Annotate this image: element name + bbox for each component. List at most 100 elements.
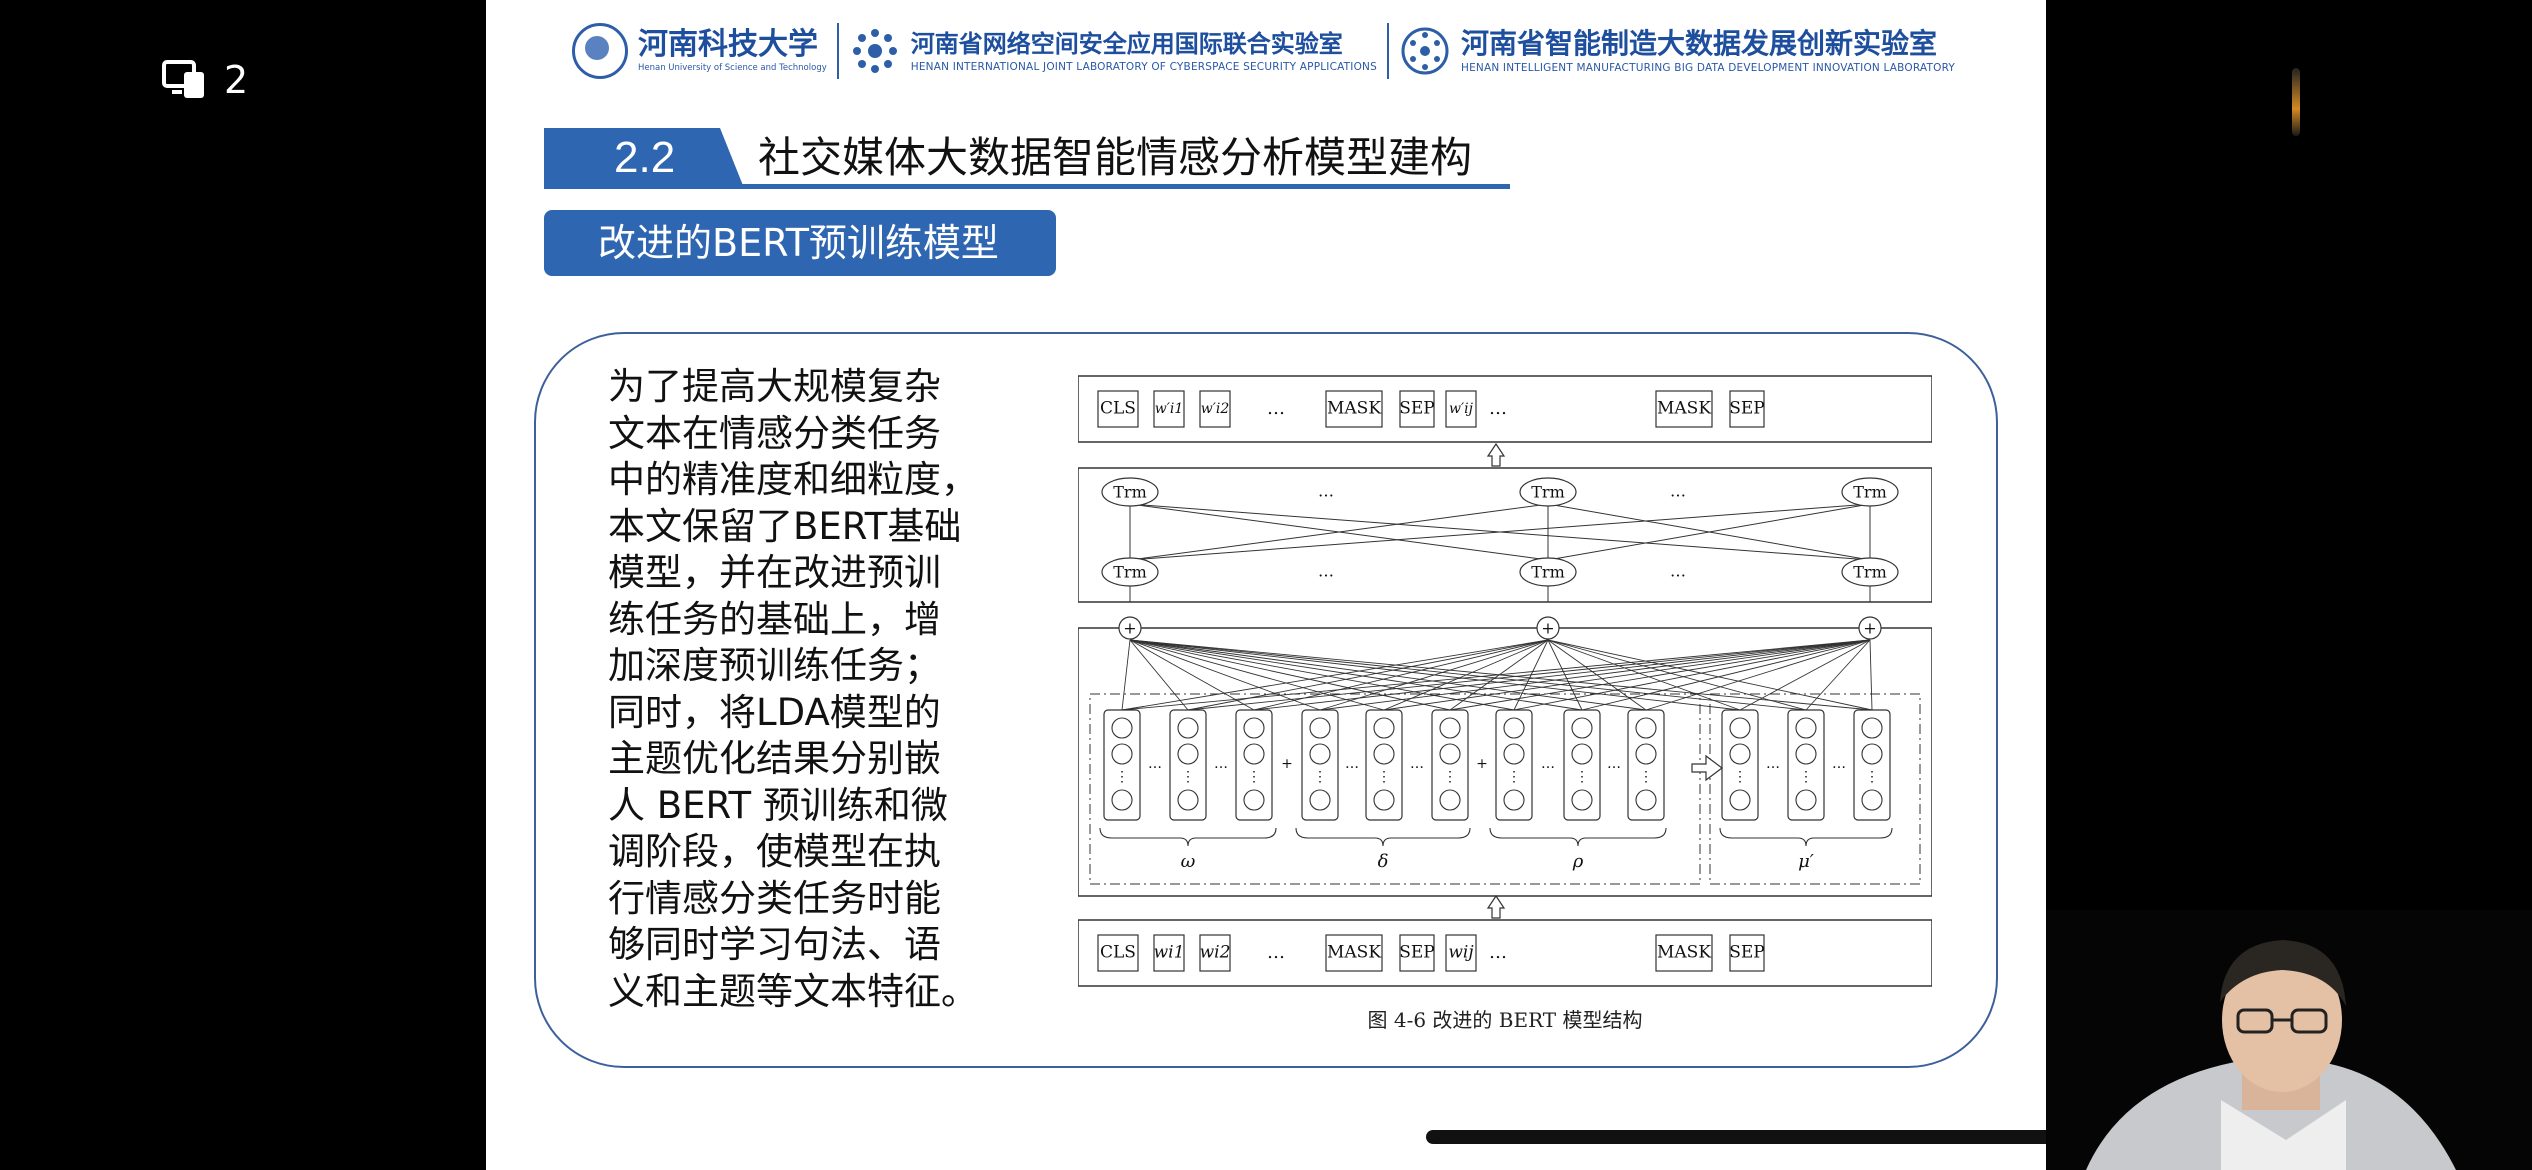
embedding-link [1129, 639, 1807, 711]
token-ellipsis: … [1489, 398, 1507, 419]
paragraph-line: 够同时学习句法、语 [608, 923, 941, 966]
embedding-column [1301, 709, 1339, 821]
trm-label: Trm [1113, 483, 1147, 502]
trm-ellipsis: … [1318, 482, 1334, 501]
embedding-ellipsis: … [1766, 756, 1780, 772]
up-arrow-icon [1486, 894, 1506, 919]
embedding-link [1187, 639, 1549, 711]
embedding-unit [1571, 717, 1593, 739]
section-number: 2.2 [544, 128, 744, 188]
group-brace [1719, 827, 1893, 847]
embedding-link [1513, 639, 1549, 711]
paragraph-line: 义和主题等文本特征。 [608, 969, 978, 1013]
embedding-unit [1635, 717, 1657, 739]
embedding-link [1547, 639, 1741, 711]
embedding-unit [1729, 743, 1751, 765]
output-token-label: CLS [1100, 399, 1136, 419]
combine-symbol: + [1281, 756, 1293, 772]
embedding-column [1365, 709, 1403, 821]
embedding-unit [1795, 743, 1817, 765]
slide-header: 河南科技大学 Henan University of Science and T… [572, 20, 1976, 82]
output-token [1445, 390, 1477, 428]
input-token [1199, 934, 1231, 972]
university-name-en: Henan University of Science and Technolo… [638, 63, 827, 73]
home-indicator-bar[interactable] [1426, 1130, 2046, 1144]
sum-node [1118, 616, 1142, 640]
embedding-column [1103, 709, 1141, 821]
paragraph-line: 模型，并在改进预训 [608, 551, 941, 594]
embedding-unit [1111, 743, 1133, 765]
header-divider [836, 23, 839, 79]
embedding-unit [1111, 717, 1133, 739]
input-token-label: SEP [1729, 943, 1765, 963]
output-token [1153, 390, 1185, 428]
topic-dashed-frame [1709, 693, 1921, 885]
header-divider [1386, 23, 1389, 79]
title-underline [544, 184, 1510, 189]
figure-caption: 图 4-6 改进的 BERT 模型结构 [1367, 1008, 1643, 1032]
content-frame [534, 332, 1998, 1068]
attention-link [1547, 503, 1871, 561]
embedding-ellipsis: … [1345, 756, 1359, 772]
embedding-vdots: ⋮ [1733, 769, 1747, 785]
embedding-unit [1243, 717, 1265, 739]
trm-node [1519, 477, 1577, 507]
trm-label: Trm [1853, 563, 1887, 582]
input-token-label: MASK [1327, 943, 1381, 963]
embedding-vdots: ⋮ [1115, 769, 1129, 785]
input-token-label: wi2 [1200, 943, 1231, 963]
lab2-name-en: HENAN INTELLIGENT MANUFACTURING BIG DATA… [1460, 62, 1956, 74]
output-token [1399, 390, 1435, 428]
embedding-unit [1571, 789, 1593, 811]
embedding-column [1787, 709, 1825, 821]
embedding-column [1563, 709, 1601, 821]
embedding-link [1547, 639, 1583, 711]
embedding-unit [1309, 789, 1331, 811]
output-token [1199, 390, 1231, 428]
paragraph-line: 调阶段，使模型在执 [608, 830, 941, 873]
lab2-name-cn: 河南省智能制造大数据发展创新实验室 [1460, 27, 1937, 60]
embedding-unit [1309, 717, 1331, 739]
embedding-link [1129, 639, 1741, 711]
embedding-unit [1309, 743, 1331, 765]
output-token-label: w′i2 [1201, 401, 1230, 417]
embedding-link [1129, 639, 1515, 711]
input-token [1153, 934, 1185, 972]
sum-symbol: + [1541, 619, 1554, 638]
input-token [1445, 934, 1477, 972]
embedding-link [1547, 639, 1807, 711]
embedding-link [1383, 639, 1871, 711]
presenter-webcam [2046, 910, 2532, 1170]
embedding-link [1645, 639, 1871, 711]
input-token-label: CLS [1100, 943, 1136, 963]
trm-label: Trm [1853, 483, 1887, 502]
output-token [1325, 390, 1383, 428]
input-token-label: wij [1448, 943, 1474, 963]
embedding-link [1121, 639, 1131, 711]
embedding-link [1121, 639, 1549, 711]
embedding-link [1129, 639, 1385, 711]
embedding-unit [1795, 789, 1817, 811]
paragraph-line: 中的精准度和细粒度， [608, 458, 978, 501]
embedding-link [1547, 639, 1647, 711]
output-token-label: SEP [1399, 399, 1435, 419]
embedding-vdots: ⋮ [1313, 769, 1327, 785]
paragraph-line: 主题优化结果分别嵌 [608, 737, 941, 780]
subtitle-banner: 改进的BERT预训练模型 [544, 210, 1056, 276]
screen-counter[interactable]: 2 [162, 58, 248, 102]
embedding-unit [1111, 789, 1133, 811]
embedding-unit [1861, 743, 1883, 765]
trm-ellipsis: … [1318, 562, 1334, 581]
output-token-label: MASK [1657, 399, 1711, 419]
input-token-label: MASK [1657, 943, 1711, 963]
network-logo-icon [1401, 27, 1449, 75]
lab1-logo: 河南省网络空间安全应用国际联合实验室 HENAN INTERNATIONAL J… [849, 20, 1377, 82]
right-arrow-icon [1691, 754, 1723, 782]
sum-node [1536, 616, 1560, 640]
embedding-unit [1439, 789, 1461, 811]
paragraph-line: 练任务的基础上，增 [608, 597, 941, 641]
embedding-unit [1177, 789, 1199, 811]
university-seal-icon [572, 23, 628, 79]
